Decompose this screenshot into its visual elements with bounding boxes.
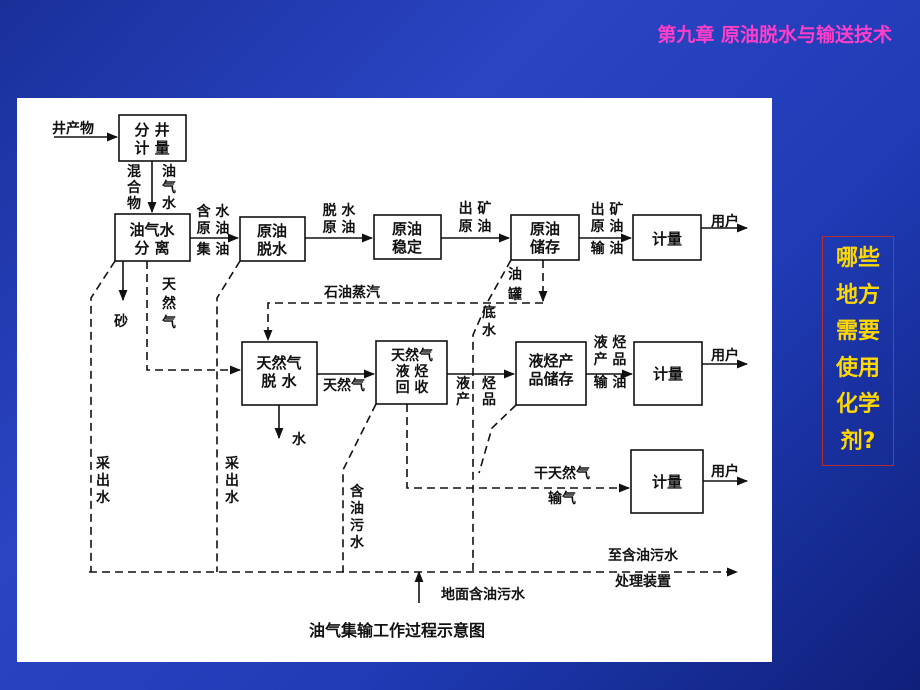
box-ngl-line3: 回 收 <box>396 379 430 396</box>
label-lpg-out-3: 输 油 <box>594 374 627 391</box>
label-gas-transport: 输气 <box>548 490 576 507</box>
box-meter-1-label: 计量 <box>652 230 682 248</box>
label-dewatered-2: 原 油 <box>323 219 356 236</box>
label-natural-gas-v-3: 气 <box>161 314 176 331</box>
label-hydrocarbon-2: 品 <box>482 392 496 408</box>
box-stabilization-line1: 原油 <box>392 220 422 238</box>
label-mixture-3: 物 <box>127 195 141 212</box>
box-meter-2 <box>633 341 703 406</box>
box-meter-1 <box>632 214 702 261</box>
label-lpg-out-1: 液 烃 <box>594 334 627 351</box>
box-ngl-line2: 液 烃 <box>396 363 429 380</box>
label-mixture-2: 合 <box>127 179 142 196</box>
box-storage-line2: 储存 <box>530 238 560 256</box>
label-oily-sewage-3: 污 <box>350 517 364 534</box>
box-gas-dehydration-line2: 脱 水 <box>261 372 297 390</box>
label-outflow-transport-3: 输 油 <box>591 240 624 257</box>
diagram-caption: 油气集输工作过程示意图 <box>309 621 485 640</box>
question-box: 哪些 地方 需要 使用 化学 剂? <box>822 236 894 466</box>
label-outflow-transport-2: 原 油 <box>591 218 624 235</box>
label-oily-sewage-4: 水 <box>350 534 365 551</box>
label-oily-sewage-1: 含 <box>350 483 365 500</box>
label-sand: 砂 <box>113 313 128 330</box>
box-split-meter-line1: 分 井 <box>134 121 169 139</box>
label-natural-gas-v-2: 然 <box>162 295 176 312</box>
box-split-meter-line2: 计 量 <box>134 139 169 157</box>
label-produced-water-2c: 水 <box>225 489 240 506</box>
label-oil-gas-water-3: 水 <box>162 195 177 212</box>
box-stabilization-line2: 稳定 <box>392 238 422 256</box>
diagram-panel: 分 井 计 量 油气水 分 离 原油 脱水 原油 稳定 原油 储存 计量 天然气… <box>17 98 772 662</box>
label-user-3: 用户 <box>711 463 739 480</box>
box-dehydration-line1: 原油 <box>257 222 287 240</box>
question-line-1: 哪些 <box>835 246 880 271</box>
box-gas-dehydration-line1: 天然气 <box>256 354 301 372</box>
label-water: 水 <box>292 431 307 448</box>
box-separation-line2: 分 离 <box>134 239 169 257</box>
label-produced-water-2b: 出 <box>225 472 239 489</box>
label-oil-gas-water-1: 油 <box>162 163 176 180</box>
label-user-1: 用户 <box>711 213 739 230</box>
label-produced-water-1b: 出 <box>96 472 110 489</box>
box-ngl-recovery <box>375 340 448 405</box>
label-to-plant-1: 至含油污水 <box>608 547 679 564</box>
box-dehydration-line2: 脱水 <box>257 240 288 258</box>
label-natural-gas-h: 天然气 <box>323 377 365 394</box>
label-liquid-prod-2: 产 <box>456 391 470 408</box>
label-water-oil-3: 集 油 <box>196 241 230 258</box>
label-tank-bottom-1: 油 <box>508 266 522 283</box>
question-line-4: 使用 <box>835 355 880 381</box>
label-natural-gas-v-1: 天 <box>162 277 177 293</box>
label-liquid-prod-1: 液 <box>456 375 471 392</box>
label-tank-bottom-3: 底 <box>482 304 496 321</box>
box-lpg-storage-line1: 液烃产 <box>528 352 573 370</box>
box-ngl-line1: 天然气 <box>391 347 433 364</box>
label-user-2: 用户 <box>711 347 739 364</box>
label-outflow-crude-1: 出 矿 <box>459 200 492 217</box>
flow-diagram: 分 井 计 量 油气水 分 离 原油 脱水 原油 稳定 原油 储存 计量 天然气… <box>52 114 749 640</box>
question-line-5: 化学 <box>835 392 880 417</box>
box-lpg-storage-line2: 品储存 <box>528 370 573 388</box>
question-line-2: 地方 <box>835 282 880 308</box>
label-hydrocarbon-1: 烃 <box>482 375 496 392</box>
label-mixture-1: 混 <box>127 164 141 180</box>
label-lpg-out-2: 产 品 <box>594 351 627 368</box>
box-crude-dehydration <box>239 216 306 262</box>
label-produced-water-1c: 水 <box>96 489 111 506</box>
label-oil-gas-water-2: 气 <box>161 179 176 196</box>
label-ground-water: 地面含油污水 <box>441 586 526 603</box>
label-tank-bottom-2: 罐 <box>507 286 522 303</box>
box-meter-3-label: 计量 <box>652 473 682 491</box>
label-water-oil-1: 含 水 <box>197 203 231 220</box>
box-meter-2-label: 计量 <box>653 365 683 383</box>
label-outflow-crude-2: 原 油 <box>459 218 492 235</box>
label-oily-sewage-2: 油 <box>350 500 364 517</box>
label-to-plant-2: 处理装置 <box>614 573 671 590</box>
label-dewatered-1: 脱 水 <box>323 202 357 219</box>
label-produced-water-1a: 采 <box>95 455 111 472</box>
box-storage-line1: 原油 <box>530 220 560 238</box>
question-line-3: 需要 <box>835 319 880 344</box>
slide-title: 第九章 原油脱水与输送技术 <box>657 24 892 46</box>
box-crude-stabilization <box>373 214 442 260</box>
box-separation-line1: 油气水 <box>129 221 175 239</box>
label-tank-bottom-4: 水 <box>482 322 497 339</box>
label-produced-water-2a: 采 <box>224 455 240 472</box>
label-dry-gas: 干天然气 <box>534 465 590 482</box>
label-outflow-transport-1: 出 矿 <box>591 201 624 218</box>
label-well-product: 井产物 <box>52 120 94 137</box>
label-water-oil-2: 原 油 <box>197 220 230 237</box>
label-oil-vapor: 石油蒸汽 <box>323 284 380 301</box>
question-line-6: 剂? <box>840 428 876 454</box>
